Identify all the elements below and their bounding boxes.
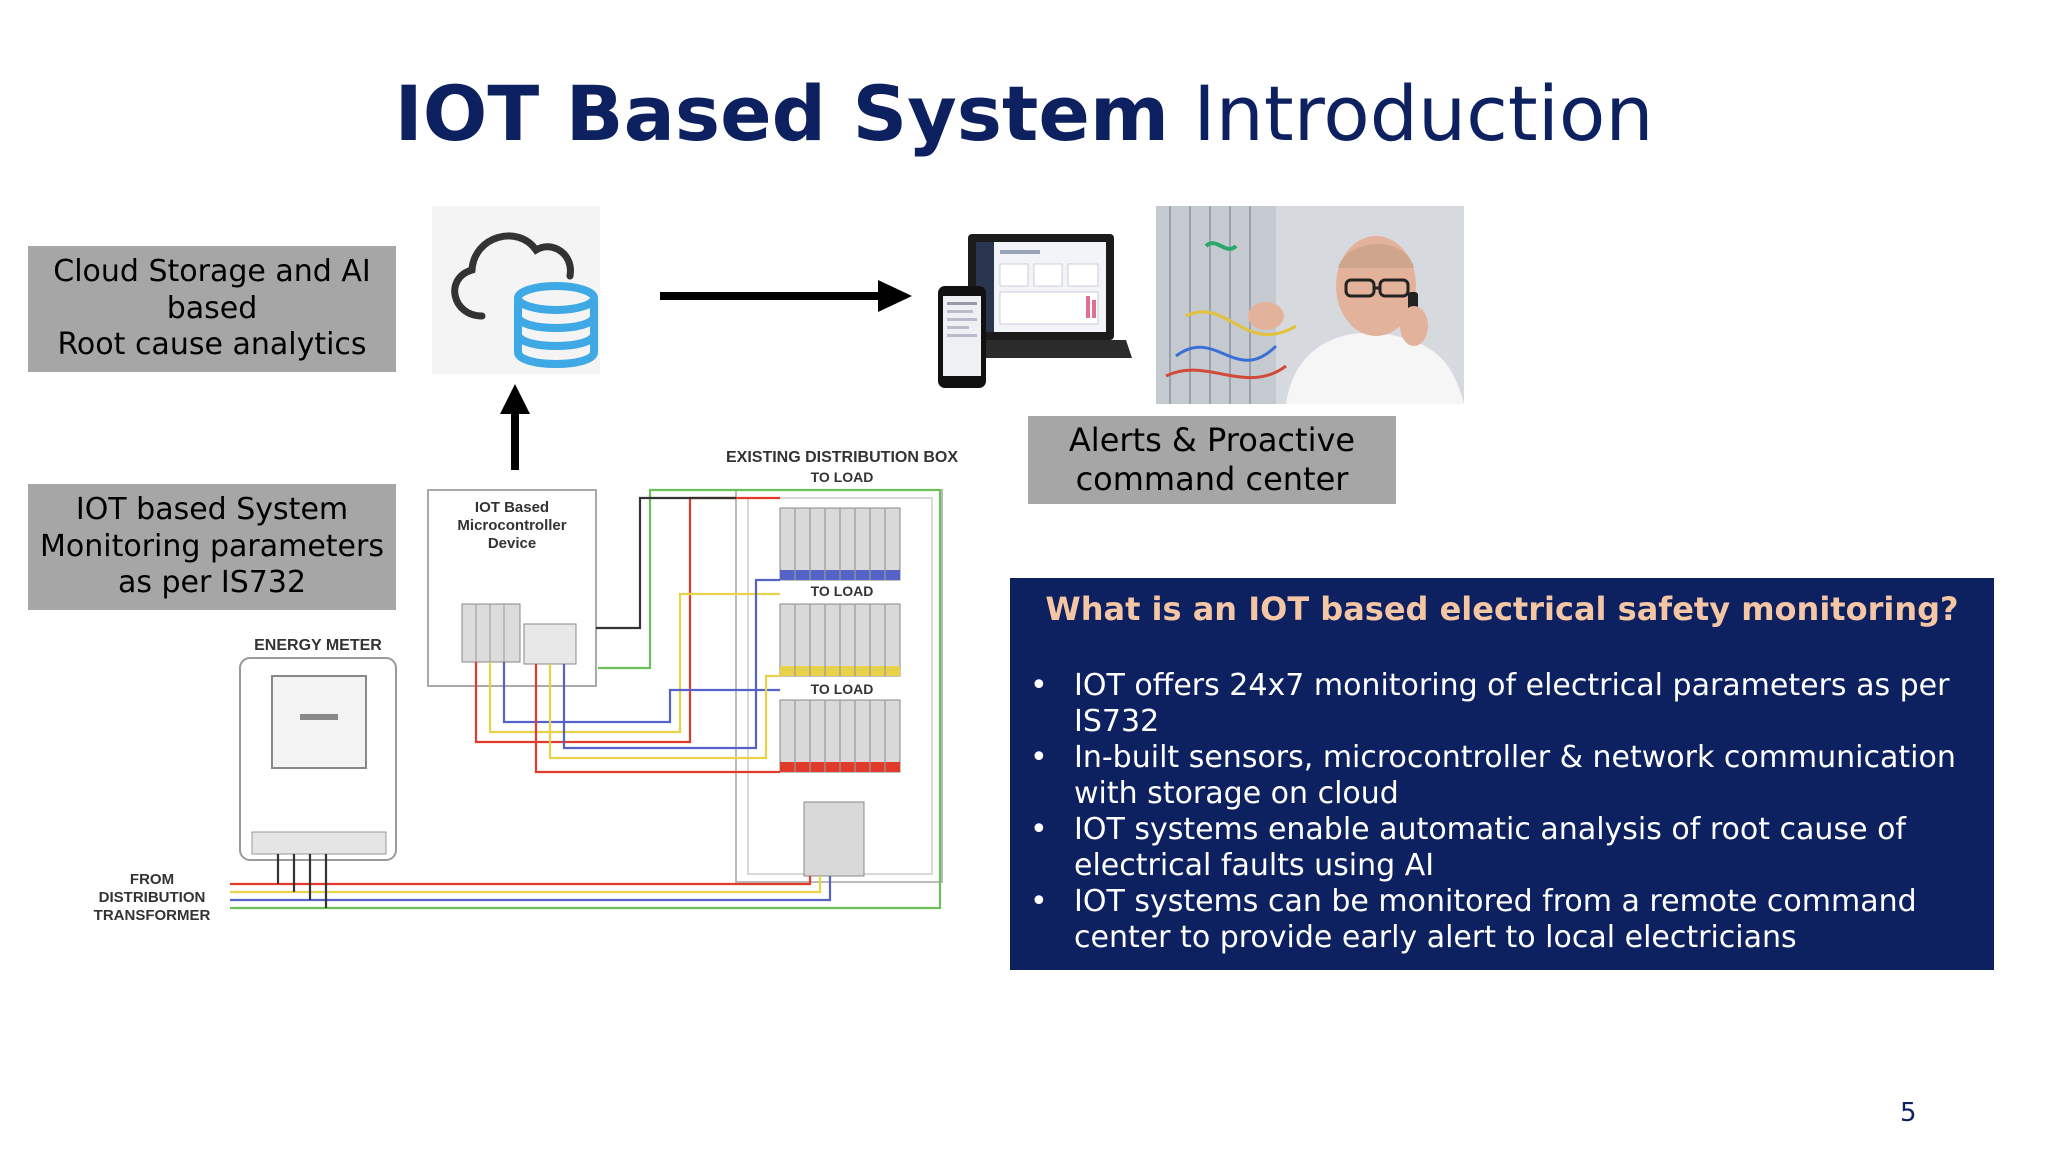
arrow-right-icon [660, 280, 912, 312]
info-bullet-text: IOT systems can be monitored from a remo… [1074, 884, 1917, 955]
info-bullet-text: IOT systems enable automatic analysis of… [1074, 812, 1906, 883]
to-load-label-1: TO LOAD [811, 469, 874, 485]
cloud-box-line1: Cloud Storage and AI [53, 254, 371, 290]
to-load-label-2: TO LOAD [811, 583, 874, 599]
main-breaker [803, 801, 865, 877]
iot-box-line1: IOT based System [75, 492, 349, 528]
bullet-marker: • [1030, 740, 1048, 775]
device-label-1: IOT Based [475, 499, 549, 516]
alerts-box-line2: command center [1075, 460, 1349, 498]
device-label-2: Microcontroller [457, 517, 566, 534]
info-bullet: • IOT systems can be monitored from a rem… [1030, 884, 1974, 956]
info-bullet: • In-built sensors, microcontroller & net… [1030, 740, 1974, 812]
info-bullet-text: In-built sensors, microcontroller & netw… [1074, 740, 1956, 811]
slide-title: IOT Based System Introduction [0, 72, 2048, 156]
cloud-box-line2: based [166, 290, 258, 326]
bullet-marker: • [1030, 884, 1048, 919]
info-bullet-list: • IOT offers 24x7 monitoring of electrica… [1030, 668, 1974, 956]
phone-icon [938, 286, 986, 388]
info-title: What is an IOT based electrical safety m… [1045, 590, 1959, 628]
bullet-marker: • [1030, 668, 1048, 703]
wires [230, 488, 942, 910]
device-sensor-modules [461, 603, 577, 665]
info-bullet: • IOT offers 24x7 monitoring of electrica… [1030, 668, 1974, 740]
info-bullet-text: IOT offers 24x7 monitoring of electrical… [1074, 668, 1950, 739]
from-label-1: FROM [130, 871, 174, 888]
cloud-database-icon [432, 206, 600, 374]
iot-system-box: IOT based System Monitoring parameters a… [28, 484, 396, 610]
alerts-box-line1: Alerts & Proactive [1068, 420, 1356, 459]
wiring-diagram: IOT Based Microcontroller Device EXISTIN… [94, 449, 959, 924]
alerts-command-center-box: Alerts & Proactive command center [1028, 416, 1396, 504]
from-label-3: TRANSFORMER [94, 907, 211, 924]
page-number: 5 [1900, 1098, 1917, 1128]
arrow-up-icon [500, 384, 530, 470]
info-box: What is an IOT based electrical safety m… [1010, 578, 1994, 970]
dist-box-label: EXISTING DISTRIBUTION BOX [726, 449, 958, 466]
title-bold: IOT Based System [394, 69, 1170, 158]
laptop-phone-illustration [938, 234, 1132, 388]
to-load-label-3: TO LOAD [811, 681, 874, 697]
laptop-icon [950, 234, 1132, 358]
title-regular: Introduction [1169, 69, 1654, 158]
info-bullet: • IOT systems enable automatic analysis o… [1030, 812, 1974, 884]
iot-box-line3: as per IS732 [117, 565, 307, 601]
electrician-photo [1156, 206, 1464, 404]
bullet-marker: • [1030, 812, 1048, 847]
cloud-storage-box: Cloud Storage and AI based Root cause an… [28, 246, 396, 372]
device-label-3: Device [488, 535, 536, 552]
energy-meter-label: ENERGY METER [254, 637, 382, 654]
from-label-2: DISTRIBUTION [99, 889, 206, 906]
cloud-box-line3: Root cause analytics [57, 327, 367, 363]
iot-box-line2: Monitoring parameters [40, 528, 384, 564]
